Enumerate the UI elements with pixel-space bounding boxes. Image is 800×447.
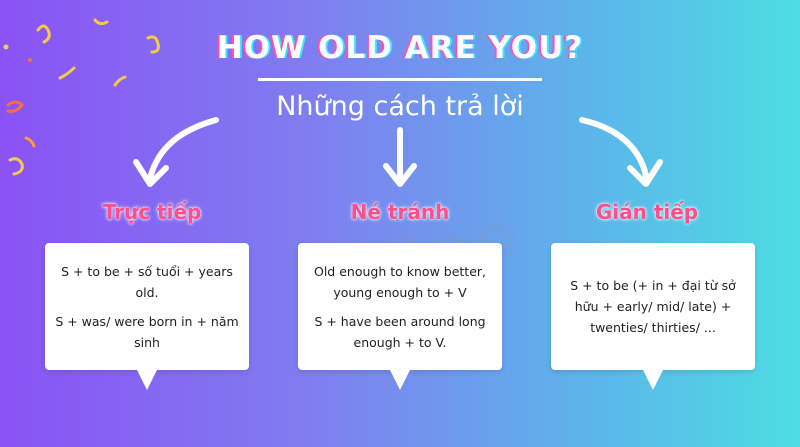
arrow-center [383,127,417,187]
answer-box-direct: S + to be + số tuổi + years old. S + was… [45,243,249,390]
label-indirect: Gián tiếp [595,200,699,224]
arrow-left [133,117,219,187]
answer-box-avoid: Old enough to know better, young enough … [298,243,502,390]
box-line: S + to be (+ in + đại từ sở hữu + early/… [570,278,736,335]
box-line: S + have been around long enough + to V. [314,313,486,350]
box-line: Old enough to know better, young enough … [314,263,486,300]
label-avoid: Né tránh [350,200,450,224]
answer-box-indirect: S + to be (+ in + đại từ sở hữu + early/… [551,243,755,390]
title-divider [258,78,542,81]
box-line: S + to be + số tuổi + years old. [61,263,233,300]
label-direct: Trực tiếp [102,200,202,224]
box-line: S + was/ were born in + năm sinh [55,313,239,350]
arrow-right [579,117,663,187]
subtitle: Những cách trả lời [276,91,524,122]
page-title: HOW OLD ARE YOU? [216,30,584,66]
